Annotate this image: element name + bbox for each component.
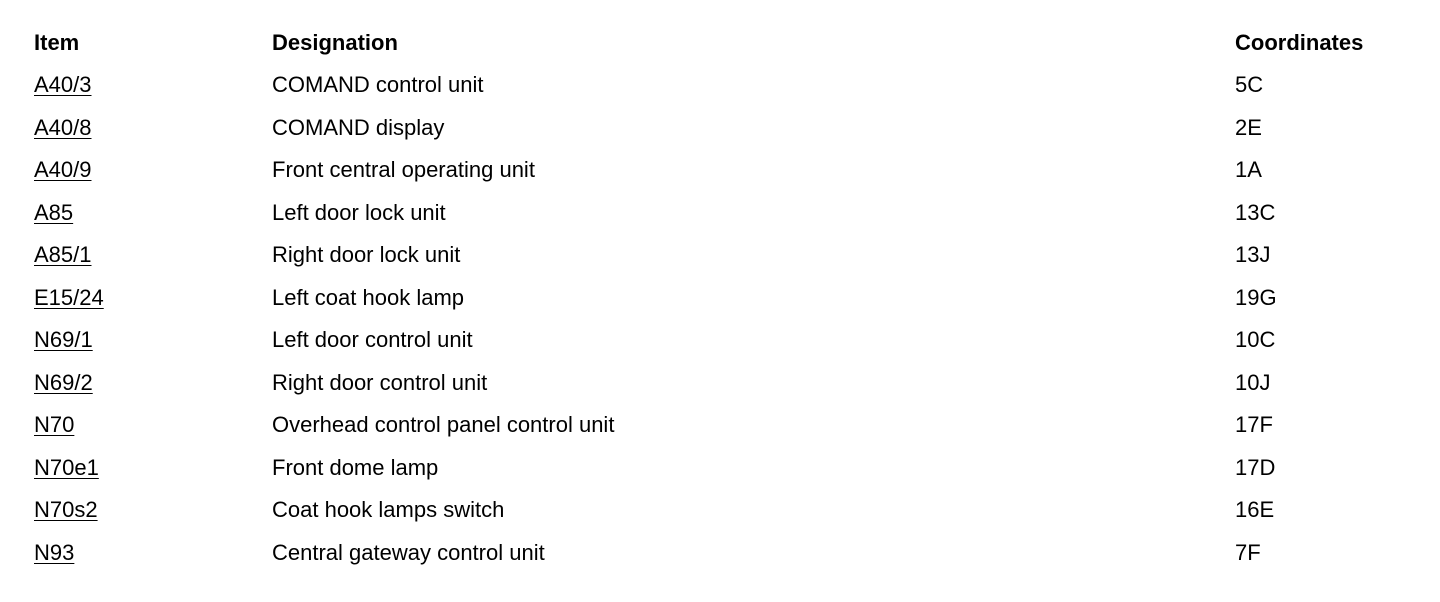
coordinates-column-header: Coordinates <box>1235 30 1364 55</box>
table-row: N70e1 Front dome lamp 17D <box>0 447 1440 489</box>
item-link[interactable]: A40/3 <box>34 72 92 97</box>
coordinates-cell: 16E <box>1235 497 1275 522</box>
coordinates-cell: 17D <box>1235 455 1276 480</box>
designation-cell: COMAND display <box>272 115 445 140</box>
item-link[interactable]: A85 <box>34 200 74 225</box>
item-link[interactable]: A40/9 <box>34 157 92 182</box>
item-column-header: Item <box>34 30 80 55</box>
coordinates-cell: 10C <box>1235 327 1276 352</box>
coordinates-cell: 10J <box>1235 370 1271 395</box>
item-link[interactable]: A85/1 <box>34 242 92 267</box>
designation-cell: Coat hook lamps switch <box>272 497 505 522</box>
table-row: A40/9 Front central operating unit 1A <box>0 149 1440 191</box>
designation-cell: Left door control unit <box>272 327 473 352</box>
coordinates-cell: 13C <box>1235 200 1276 225</box>
coordinates-cell: 2E <box>1235 115 1262 140</box>
designation-cell: Front central operating unit <box>272 157 535 182</box>
coordinates-cell: 5C <box>1235 72 1264 97</box>
item-link[interactable]: N70e1 <box>34 455 99 480</box>
designation-cell: Front dome lamp <box>272 455 439 480</box>
coordinates-cell: 7F <box>1235 540 1261 565</box>
table-row: N93 Central gateway control unit 7F <box>0 532 1440 574</box>
coordinates-cell: 19G <box>1235 285 1277 310</box>
item-link[interactable]: N93 <box>34 540 75 565</box>
designation-cell: Right door control unit <box>272 370 488 395</box>
table-row: N69/2 Right door control unit 10J <box>0 362 1440 404</box>
table-row: N70s2 Coat hook lamps switch 16E <box>0 489 1440 531</box>
table-row: N70 Overhead control panel control unit … <box>0 404 1440 446</box>
item-link[interactable]: N70s2 <box>34 497 98 522</box>
coordinates-cell: 13J <box>1235 242 1271 267</box>
designation-cell: Central gateway control unit <box>272 540 545 565</box>
designation-cell: Overhead control panel control unit <box>272 412 615 437</box>
item-link[interactable]: N70 <box>34 412 75 437</box>
item-link[interactable]: N69/2 <box>34 370 93 395</box>
designation-cell: COMAND control unit <box>272 72 484 97</box>
item-link[interactable]: E15/24 <box>34 285 104 310</box>
item-link[interactable]: N69/1 <box>34 327 93 352</box>
designation-cell: Right door lock unit <box>272 242 461 267</box>
table-row: A40/3 COMAND control unit 5C <box>0 64 1440 106</box>
item-link[interactable]: A40/8 <box>34 115 92 140</box>
table-row: E15/24 Left coat hook lamp 19G <box>0 277 1440 319</box>
table-row: A40/8 COMAND display 2E <box>0 107 1440 149</box>
designation-column-header: Designation <box>272 30 398 55</box>
table-row: N69/1 Left door control unit 10C <box>0 319 1440 361</box>
coordinates-cell: 17F <box>1235 412 1273 437</box>
table-header-row: Item Designation Coordinates <box>0 22 1440 64</box>
designation-cell: Left door lock unit <box>272 200 446 225</box>
designation-cell: Left coat hook lamp <box>272 285 465 310</box>
table-row: A85 Left door lock unit 13C <box>0 192 1440 234</box>
coordinates-cell: 1A <box>1235 157 1262 182</box>
table-row: A85/1 Right door lock unit 13J <box>0 234 1440 276</box>
